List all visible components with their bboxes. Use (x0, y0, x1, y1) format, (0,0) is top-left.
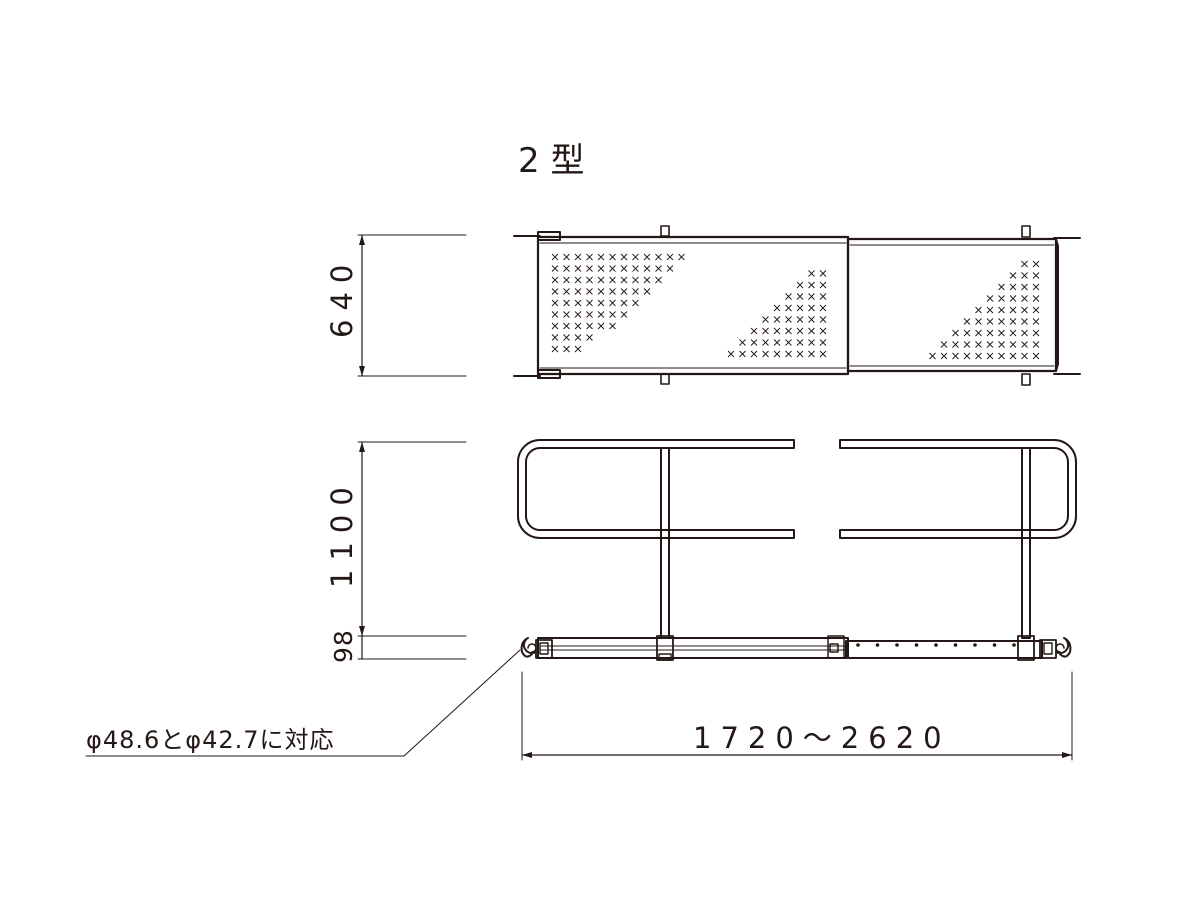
perforation-pattern (551, 253, 1040, 360)
dim-deck-width-label: 640 (325, 256, 359, 338)
post-left (660, 447, 670, 639)
adjust-holes (856, 643, 1016, 647)
hook-clamp-left (520, 637, 553, 659)
handrail-right (839, 439, 1077, 539)
dim-span-length: 1720〜2620 (521, 671, 1073, 761)
deck-board-extension (846, 237, 1058, 373)
dim-deck-thickness-label: 98 (329, 629, 358, 663)
dim-rail-height: 1100 98 (325, 441, 467, 663)
deck-side-extension (845, 640, 1043, 659)
deck-side-main (537, 637, 849, 659)
side-view: 1100 98 (85, 439, 1077, 761)
top-view: 640 (325, 225, 1081, 386)
dim-span-length-label: 1720〜2620 (693, 721, 951, 755)
dim-rail-height-label: 1100 (325, 478, 359, 588)
dim-deck-width: 640 (325, 234, 467, 377)
post-right (1021, 447, 1031, 639)
drawing-title: 2 型 (518, 141, 584, 181)
handrail-left (517, 439, 795, 539)
note-leader: φ48.6とφ42.7に対応 (85, 649, 521, 757)
deck-board-main (536, 235, 850, 376)
note-pipe-diameter: φ48.6とφ42.7に対応 (86, 726, 335, 754)
hook-clamp-right (1039, 637, 1072, 659)
